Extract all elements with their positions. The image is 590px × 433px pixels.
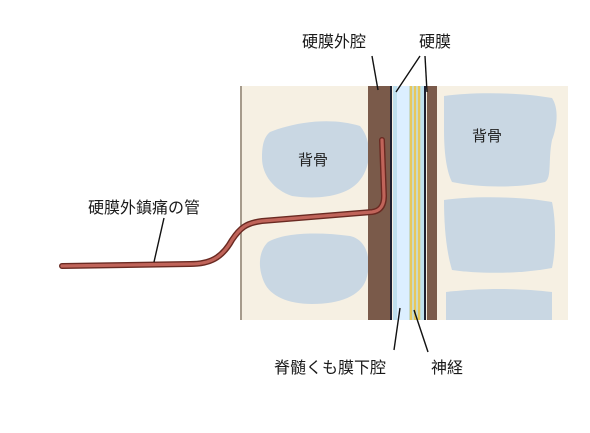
leader-catheter xyxy=(153,217,165,263)
vertebra-left-upper xyxy=(262,121,369,198)
label-vertebra-right: 背骨 xyxy=(472,127,502,145)
label-dura: 硬膜 xyxy=(419,32,451,51)
leader-dura-2 xyxy=(424,55,428,93)
label-epidural-space: 硬膜外腔 xyxy=(302,32,366,51)
epidural-fat-left xyxy=(368,86,390,320)
subarachnoid-inner xyxy=(397,86,409,320)
leader-nerve xyxy=(413,309,429,353)
vertebra-right-lower xyxy=(446,289,552,320)
leader-dura-1 xyxy=(395,55,421,93)
catheter-tube xyxy=(60,138,386,268)
epidural-fat-right xyxy=(427,86,437,320)
label-vertebra-left: 背骨 xyxy=(298,151,328,169)
label-subarachnoid: 脊髄くも膜下腔 xyxy=(274,358,386,377)
leader-epidural-space xyxy=(371,55,379,91)
vertebra-right-middle xyxy=(444,197,555,273)
leader-subarachnoid xyxy=(393,307,401,351)
vertebra-right-upper xyxy=(444,93,557,187)
label-nerve: 神経 xyxy=(431,358,463,377)
vertebra-left-lower xyxy=(259,233,369,304)
label-catheter: 硬膜外鎮痛の管 xyxy=(88,198,200,217)
